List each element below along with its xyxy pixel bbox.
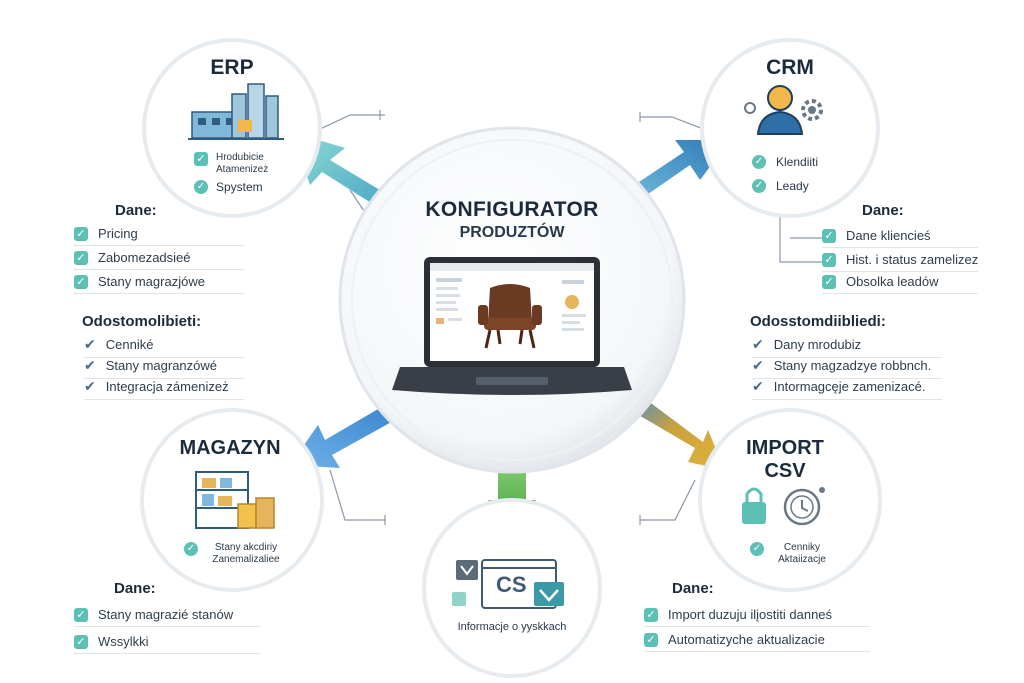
erp-dane-row: ✓ Zabomezadsieé — [74, 250, 244, 270]
check-icon: ✓ — [74, 274, 88, 289]
erp-item: ✓ Spystem — [194, 180, 263, 194]
arrow-import — [630, 395, 725, 470]
arrow-magazyn — [290, 405, 395, 468]
import-item: ✓ Cenniky Aktaiizacje — [750, 542, 832, 566]
erp-odpow-heading: Odostomolibieti: — [82, 313, 202, 330]
crm-odpow-label: Dany mrodubiz — [773, 337, 862, 352]
magazyn-dane-row: ✓ Wssylkki — [74, 634, 260, 654]
center-title-line2: PRODUZTÓW — [459, 224, 565, 241]
check-icon: ✓ — [184, 542, 198, 556]
check-icon: ✓ — [194, 180, 208, 194]
checkmark-icon: ✔ — [84, 336, 96, 352]
center-title-line1: KONFIGURATOR — [425, 198, 599, 221]
erp-odpow-row: ✔ Integracja zámenizeż — [84, 378, 244, 400]
check-icon: ✓ — [74, 250, 88, 265]
import-circle — [698, 408, 882, 592]
factory-icon — [188, 83, 284, 140]
crm-dane-label: Obsolka leadów — [846, 274, 939, 289]
checkmark-icon: ✔ — [84, 378, 96, 394]
magazyn-dane-label: Stany magrazié stanów — [98, 607, 234, 622]
erp-item-label: Spystem — [216, 180, 263, 194]
erp-odpow-label: Integracja zámenizeż — [105, 379, 229, 394]
lock-clock-icon — [742, 487, 825, 526]
check-icon: ✓ — [74, 226, 88, 241]
import-item-label: Cenniky Aktaiizacje — [778, 542, 826, 565]
import-title-line2: CSV — [764, 460, 806, 482]
erp-dane-row: ✓ Pricing — [74, 226, 244, 246]
import-dane-label: Automatizyche aktualizacie — [668, 632, 825, 647]
import-title-line1: IMPORT — [746, 437, 824, 459]
import-dane-label: Import duzuju ilįostiti danneś — [668, 607, 833, 622]
import-dane-row: ✓ Automatizyche aktualizacie — [644, 632, 870, 652]
crm-odpow-row: ✔ Intormagcęje zamenizacé. — [752, 378, 942, 400]
crm-item-label: Klendiiti — [776, 155, 819, 169]
check-icon: ✓ — [822, 228, 836, 243]
check-icon: ✓ — [194, 152, 208, 166]
center-title: KONFIGURATOR PRODUZTÓW — [412, 198, 612, 242]
erp-odpow-row: ✔ Cenniké — [84, 336, 244, 358]
check-icon: ✓ — [644, 607, 658, 622]
crm-title: CRM — [766, 56, 814, 79]
crm-odpow-row: ✔ Dany mrodubiz — [752, 336, 942, 358]
checkmark-icon: ✔ — [752, 357, 764, 373]
check-icon: ✓ — [822, 274, 836, 289]
check-icon: ✓ — [74, 607, 88, 622]
crm-dane-label: Dane kliencieś — [846, 228, 931, 243]
csv-badge: CS — [496, 572, 527, 597]
crm-odpow-label: Intormagcęje zamenizacé. — [773, 379, 926, 394]
magazyn-dane-label: Wssylkki — [98, 634, 149, 649]
csv-caption: Informacje o yyskkach — [457, 621, 567, 633]
import-dane-row: ✓ Import duzuju ilįostiti danneś — [644, 607, 870, 627]
crm-item: ✓ Klendiiti — [752, 155, 818, 169]
erp-odpow-label: Cenniké — [105, 337, 154, 352]
erp-dane-row: ✓ Stany magrazjówe — [74, 274, 244, 294]
check-icon: ✓ — [644, 632, 658, 647]
check-icon: ✓ — [74, 634, 88, 649]
crm-odpow-label: Stany magzadzye robbnch. — [773, 358, 932, 373]
import-dane-heading: Dane: — [672, 580, 714, 597]
check-icon: ✓ — [822, 252, 836, 267]
erp-dane-heading: Dane: — [115, 202, 157, 219]
crm-dane-label: Hist. i status zamelizez — [846, 252, 979, 267]
erp-odpow-row: ✔ Stany magranzówé — [84, 357, 244, 379]
erp-dane-label: Pricing — [98, 226, 138, 241]
crm-dane-row: ✓ Obsolka leadów — [822, 274, 978, 294]
checkmark-icon: ✔ — [84, 357, 96, 373]
checkmark-icon: ✔ — [752, 378, 764, 394]
magazyn-title: MAGAZYN — [179, 437, 281, 459]
check-icon: ✓ — [752, 179, 766, 193]
erp-item-label: Hrodubicie Atamenizeż — [216, 152, 269, 175]
crm-dane-heading: Dane: — [862, 202, 904, 219]
laptop-icon — [392, 257, 632, 395]
crm-odpow-row: ✔ Stany magzadzye robbnch. — [752, 357, 942, 379]
import-title: IMPORT CSV — [730, 437, 840, 483]
csv-window-icon — [452, 559, 564, 609]
check-icon: ✓ — [750, 542, 764, 556]
erp-dane-label: Stany magrazjówe — [98, 274, 205, 289]
magazyn-dane-heading: Dane: — [114, 580, 156, 597]
crm-item: ✓ Leady — [752, 179, 809, 193]
crm-dane-row: ✓ Dane kliencieś — [822, 228, 978, 248]
warehouse-shelves-icon — [195, 471, 275, 529]
magazyn-item: ✓ Stany akcdiriy Zanemalizaliee — [184, 542, 286, 566]
crm-item-label: Leady — [776, 179, 809, 193]
erp-dane-label: Zabomezadsieé — [98, 250, 191, 265]
magazyn-item-label: Stany akcdiriy Zanemalizaliee — [212, 542, 280, 565]
erp-odpow-label: Stany magranzówé — [105, 358, 218, 373]
person-gear-icon — [744, 85, 823, 135]
crm-odpow-heading: Odosstomdiibliedi: — [750, 313, 886, 330]
checkmark-icon: ✔ — [752, 336, 764, 352]
check-icon: ✓ — [752, 155, 766, 169]
magazyn-dane-row: ✓ Stany magrazié stanów — [74, 607, 260, 627]
erp-item: ✓ Hrodubicie Atamenizeż — [194, 152, 280, 176]
crm-dane-row: ✓ Hist. i status zamelizez — [822, 252, 978, 272]
erp-title: ERP — [210, 56, 254, 79]
